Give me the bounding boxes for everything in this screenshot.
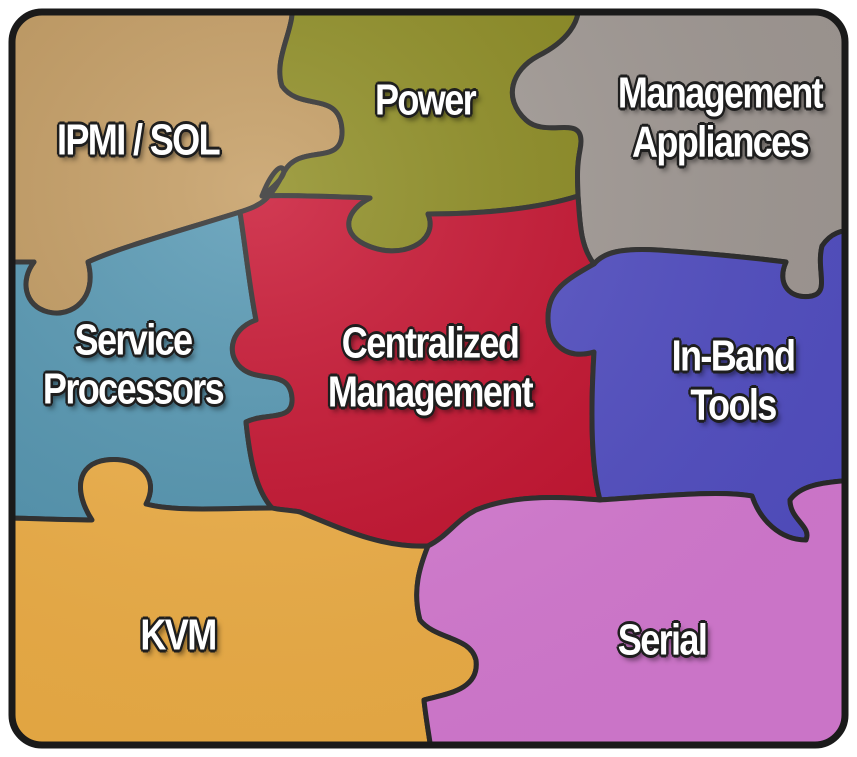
label-serial: Serial xyxy=(617,615,708,665)
label-ipmi-sol: IPMI / SOL xyxy=(56,115,221,165)
label-power: Power xyxy=(374,75,477,125)
puzzle-frame xyxy=(8,8,849,749)
label-centralized-management: Centralized Management xyxy=(327,318,534,417)
label-management-appliances: Management Appliances xyxy=(617,68,824,167)
label-kvm: KVM xyxy=(140,610,217,660)
label-in-band-tools: In-Band Tools xyxy=(671,331,796,430)
label-service-processors: Service Processors xyxy=(42,315,225,414)
